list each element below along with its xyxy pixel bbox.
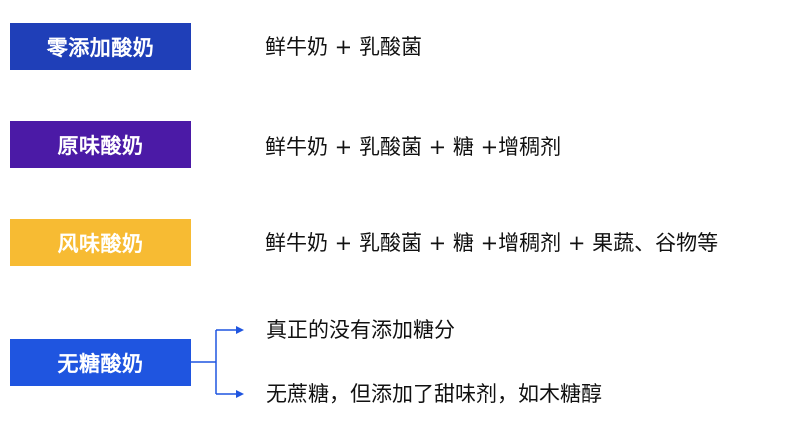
branch-text-no-sugar: 真正的没有添加糖分 (266, 318, 455, 342)
category-description: 鲜牛奶 + 乳酸菌 + 糖 +增稠剂 (265, 135, 562, 159)
category-label: 零添加酸奶 (46, 35, 155, 60)
category-box-plain: 原味酸奶 (10, 121, 191, 168)
category-box-sugar-free: 无糖酸奶 (10, 339, 191, 386)
arrow-head-icon (236, 326, 244, 334)
category-label: 无糖酸奶 (57, 351, 144, 376)
category-label: 风味酸奶 (57, 231, 144, 256)
category-label: 原味酸奶 (57, 133, 144, 158)
category-description: 鲜牛奶 + 乳酸菌 + 糖 +增稠剂 + 果蔬、谷物等 (265, 231, 719, 255)
category-box-flavored: 风味酸奶 (10, 219, 191, 266)
branch-text-sweetener: 无蔗糖，但添加了甜味剂，如木糖醇 (266, 382, 602, 406)
category-description: 鲜牛奶 + 乳酸菌 (265, 35, 422, 59)
arrow-head-icon (236, 390, 244, 398)
category-box-zero-additive: 零添加酸奶 (10, 23, 191, 70)
